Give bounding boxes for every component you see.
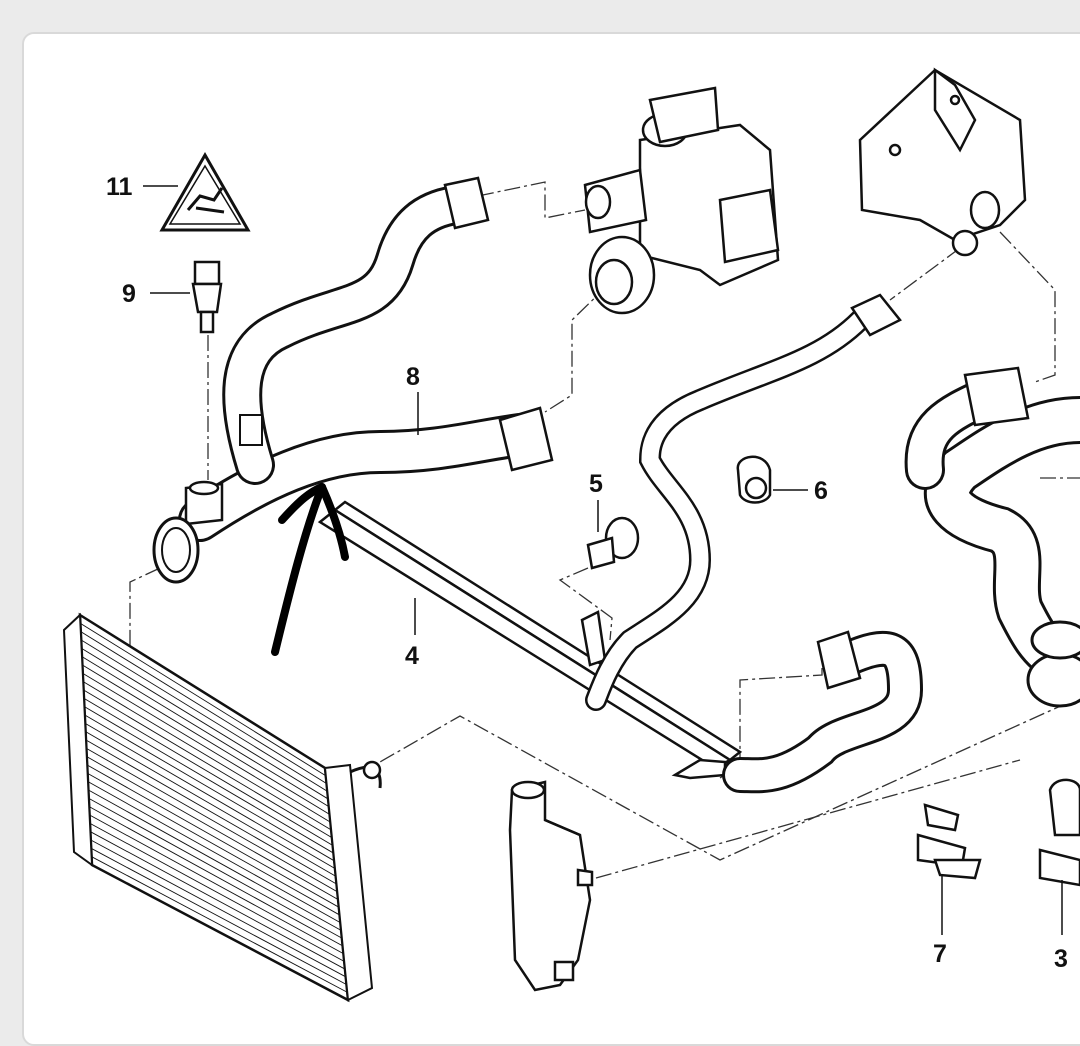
hose-clip-7 [916,803,982,880]
radiator-fin [89,814,344,954]
expansion-tank-hose [585,293,902,711]
radiator-fin [83,697,333,846]
temperature-sensor [191,260,223,334]
diagram-frame: 11 9 8 5 6 4 7 3 [22,32,1080,1046]
callout-3: 3 [1054,945,1068,973]
callout-8: 8 [406,363,420,391]
radiator-fin [82,681,332,831]
radiator-fin [86,747,338,893]
radiator-fin [91,856,348,993]
radiator-fin [86,764,340,908]
radiator-fin [87,772,340,916]
expansion-tank [508,780,594,992]
support-bar [317,500,743,780]
callout-9: 9 [122,280,136,308]
radiator-fin [80,622,327,777]
engine-block-connector [858,67,1027,257]
callout-5: 5 [589,470,603,498]
radiator-fin [82,672,331,823]
radiator-fin [88,797,343,939]
radiator-fin [90,839,346,978]
callout-11: 11 [106,173,133,201]
callout-4: 4 [405,642,419,670]
hose-clip-6 [736,455,772,504]
radiator-fin [80,639,328,792]
expansion-rivet [586,516,640,570]
radiator-fin [81,647,329,800]
radiator-fin [84,714,335,862]
cooling-system-parts-diagram: 11 9 8 5 6 4 7 3 [62,67,1080,1003]
thermostat-housing [583,86,780,315]
radiator-fin [81,656,330,808]
radiator-fin [89,822,345,962]
radiator-fin [84,706,334,854]
hose-clip-3 [1038,778,1080,887]
radiator-fin [83,689,333,838]
radiator-fin [90,831,346,970]
warning-triangle-icon [159,151,251,232]
hose-8 [152,406,554,584]
radiator-fin [80,631,327,784]
leader-lines [94,181,1080,879]
bypass-hose [222,176,490,485]
radiator [62,612,382,1003]
radiator-fin [86,756,339,900]
radiator-fin [85,739,337,885]
callout-7: 7 [933,940,947,968]
radiator-fin [82,664,330,815]
radiator-fin [84,722,336,869]
radiator-fin [88,789,342,931]
hand-drawn-arrow [271,483,349,656]
callout-6: 6 [814,477,828,505]
radiator-fin [85,731,336,877]
callout-ticks [143,185,1063,935]
right-hose-assembly [904,366,1080,708]
radiator-fin [90,847,347,985]
radiator-fin [87,781,341,924]
radiator-fin [88,806,343,947]
lower-hose [722,630,924,794]
